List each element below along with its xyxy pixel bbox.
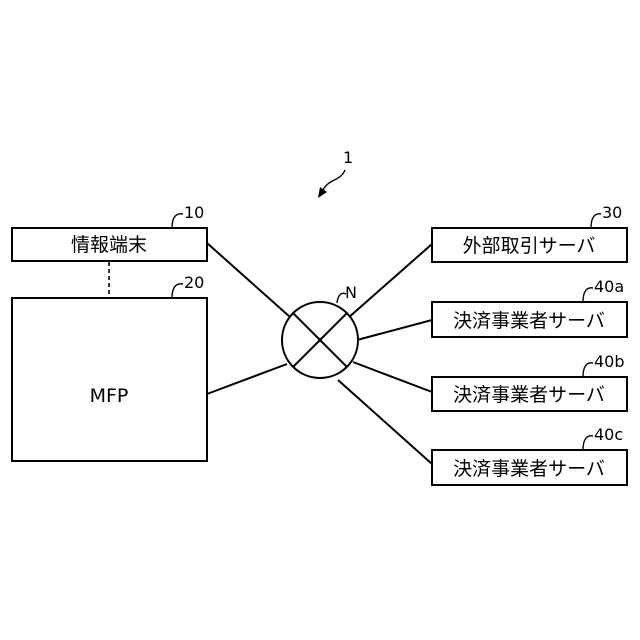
external-server-ref-label: 30	[602, 203, 622, 222]
link-external-network	[348, 244, 432, 318]
payment-server-b-ref-label: 40b	[594, 352, 625, 371]
mfp-box	[12, 298, 207, 461]
payment-server-c-ref-label: 40c	[594, 425, 623, 444]
payment-server-a-ref-leader	[583, 288, 593, 302]
link-payment-a-network	[357, 320, 432, 340]
link-payment-c-network	[338, 380, 432, 464]
system-ref-arrow	[322, 170, 345, 192]
system-ref-arrowhead	[318, 187, 327, 198]
system-ref-label: 1	[343, 148, 353, 167]
network-ref-label: N	[345, 283, 357, 302]
terminal-ref-label: 10	[184, 203, 204, 222]
terminal-ref-leader	[172, 214, 183, 228]
payment-server-a-label: 決済事業者サーバ	[453, 310, 605, 332]
link-mfp-network	[207, 364, 287, 394]
payment-server-a-ref-label: 40a	[594, 277, 624, 296]
link-terminal-network	[207, 243, 290, 317]
mfp-ref-leader	[172, 284, 183, 298]
terminal-label: 情報端末	[71, 234, 147, 256]
payment-server-c-ref-leader	[583, 436, 593, 450]
external-server-label: 外部取引サーバ	[463, 235, 596, 257]
payment-server-c-label: 決済事業者サーバ	[453, 458, 605, 480]
mfp-label: MFP	[90, 385, 129, 407]
link-payment-b-network	[353, 362, 432, 392]
external-server-ref-leader	[591, 214, 601, 228]
mfp-ref-label: 20	[184, 273, 204, 292]
payment-server-b-label: 決済事業者サーバ	[453, 384, 605, 406]
payment-server-b-ref-leader	[583, 363, 593, 377]
